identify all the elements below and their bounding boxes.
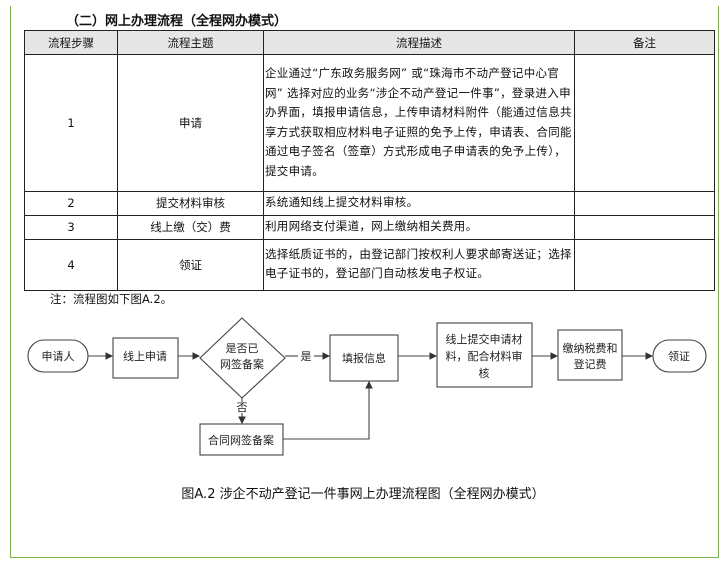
desc-cell: 选择纸质证书的，由登记部门按权利人要求邮寄送证；选择电子证书的，登记部门自动核发… (263, 238, 575, 291)
contract-node (199, 423, 284, 456)
end-label: 领证 (668, 350, 690, 363)
note-cell (574, 54, 715, 192)
pay-node (557, 329, 623, 381)
yes-label: 是 (301, 350, 312, 363)
step-cell: 4 (24, 238, 118, 291)
section-heading: （二）网上办理流程（全程网办模式） (66, 14, 288, 29)
desc-cell: 企业通过“广东政务服务网” 或“珠海市不动产登记中心官网” 选择对应的业务“涉企… (263, 54, 575, 192)
note-cell (574, 191, 715, 216)
topic-cell: 领证 (117, 238, 264, 291)
topic-cell: 提交材料审核 (117, 191, 264, 216)
no-label: 否 (237, 401, 248, 414)
submit-label-2: 料，配合材料审 (446, 349, 523, 363)
decision-label-2: 网签备案 (220, 357, 264, 371)
page-frame (10, 6, 719, 558)
topic-cell: 线上缴（交）费 (117, 214, 264, 240)
table-note: 注：流程图如下图A.2。 (50, 292, 173, 306)
pay-label-2: 登记费 (574, 357, 607, 371)
submit-label-3: 核 (479, 366, 490, 380)
process-table: 流程步骤 流程主题 流程描述 备注 1 申请 企业通过“广东政务服务网” 或“珠… (24, 30, 715, 291)
submit-label-1: 线上提交申请材 (446, 332, 523, 346)
desc-cell: 系统通知线上提交材料审核。 (263, 191, 575, 216)
fill-info-node (329, 334, 399, 382)
contract-label: 合同网签备案 (208, 433, 274, 447)
submit-node (436, 322, 533, 388)
start-label: 申请人 (42, 350, 75, 363)
topic-cell: 申请 (117, 54, 264, 192)
online-apply-label: 线上申请 (123, 349, 167, 363)
note-cell (574, 238, 715, 291)
step-cell: 2 (24, 191, 118, 216)
pay-label-1: 缴纳税费和 (563, 341, 618, 355)
decision-label-1: 是否已 (226, 342, 259, 355)
table-row: 1 申请 企业通过“广东政务服务网” 或“珠海市不动产登记中心官网” 选择对应的… (24, 54, 715, 192)
table-row: 4 领证 选择纸质证书的，由登记部门按权利人要求邮寄送证；选择电子证书的，登记部… (24, 238, 715, 291)
table-row: 2 提交材料审核 系统通知线上提交材料审核。 (24, 191, 715, 216)
header-topic: 流程主题 (117, 30, 264, 55)
fill-info-label: 填报信息 (342, 351, 386, 365)
header-step: 流程步骤 (24, 30, 118, 55)
figure-caption: 图A.2 涉企不动产登记一件事网上办理流程图（全程网办模式） (181, 487, 545, 502)
